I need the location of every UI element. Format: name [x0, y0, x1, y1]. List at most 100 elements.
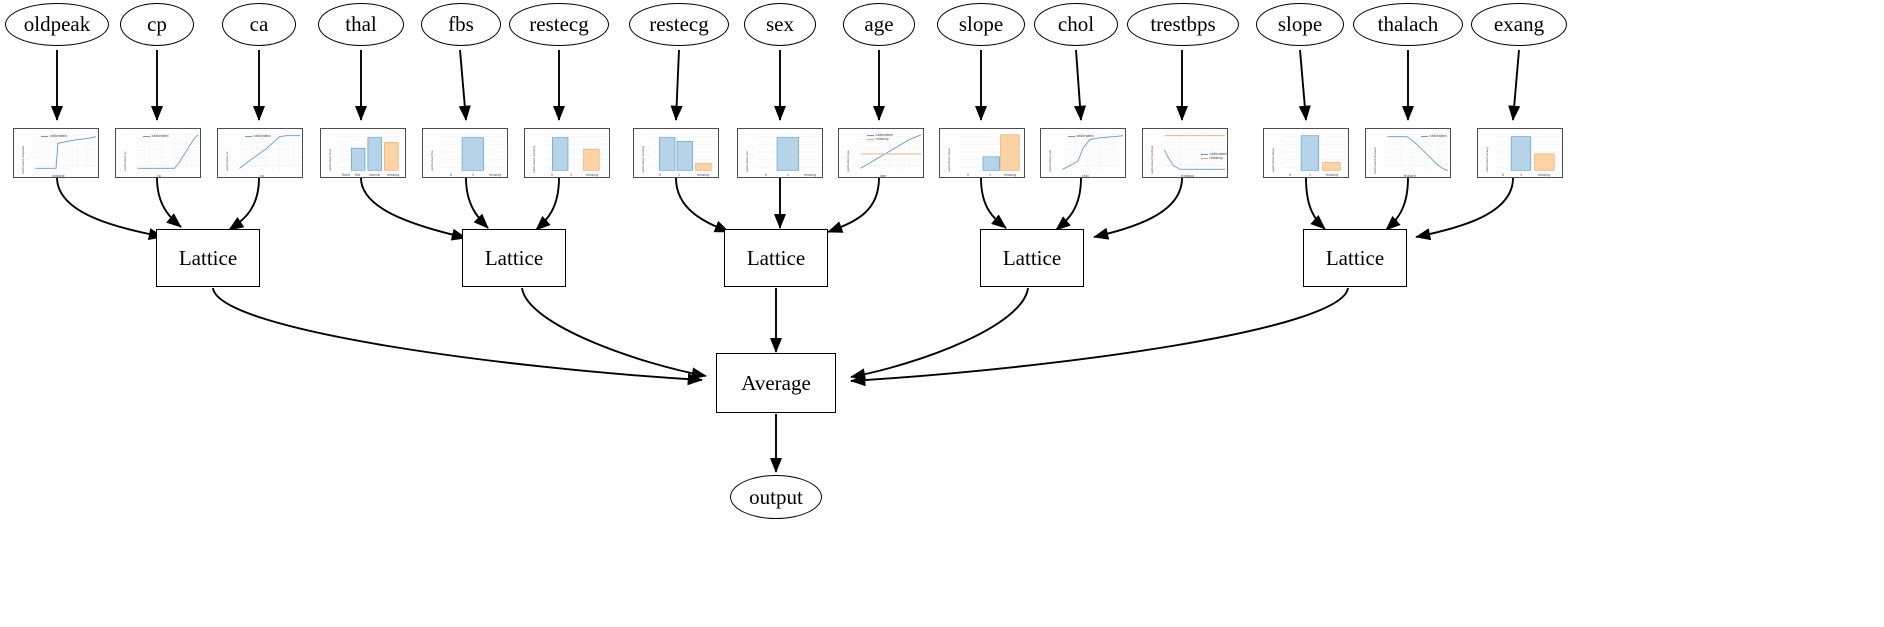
plot-ylabel: calibrated ca — [225, 151, 229, 172]
lattice-node-3[interactable]: Lattice — [724, 229, 828, 287]
plot-xtick-1: 1 — [570, 173, 573, 177]
plot-xtick-0: 0 — [967, 173, 970, 177]
plot-xlabel: cp — [157, 174, 161, 178]
plot-ylabel: calibrated cp — [123, 151, 127, 171]
plot-area — [116, 129, 200, 177]
input-node-trestbps[interactable]: trestbps — [1127, 3, 1239, 46]
plot-xtick-1: flat — [355, 173, 361, 177]
plot-xtick-2: missing — [1326, 173, 1339, 177]
input-node-restecg-1[interactable]: restecg — [509, 3, 609, 46]
plot-ylabel: calibrated chol — [1048, 149, 1052, 172]
legend-label: calibrated — [1076, 134, 1094, 138]
legend-label: missing — [1209, 156, 1223, 161]
input-label: fbs — [448, 12, 474, 36]
input-node-thalach[interactable]: thalach — [1353, 3, 1463, 46]
input-node-fbs[interactable]: fbs — [421, 3, 501, 46]
plot-ylabel: calibrated slope — [947, 148, 951, 172]
calibrator-plot-slope-2[interactable]: calibrated slope 0 1 missing — [1263, 128, 1349, 178]
calibrator-plot-trestbps[interactable]: calibrated missing calibrated trestbps t… — [1142, 128, 1228, 178]
plot-xtick-0: 0 — [1502, 173, 1505, 177]
plot-area — [940, 129, 1024, 177]
plot-area — [423, 129, 507, 177]
calibrator-plot-thalach[interactable]: calibrated calibrated thalach thalach — [1365, 128, 1451, 178]
calibrator-plot-restecg-2[interactable]: calibrated restecg 0 1 missing — [633, 128, 719, 178]
lattice-node-5[interactable]: Lattice — [1303, 229, 1407, 287]
plot-legend: calibrated — [1068, 134, 1094, 138]
calibrator-plot-chol[interactable]: calibrated calibrated chol chol — [1040, 128, 1126, 178]
plot-legend: calibrated — [1421, 134, 1447, 138]
input-label: cp — [147, 12, 167, 36]
plot-area — [1478, 129, 1562, 177]
calibrator-plot-ca[interactable]: calibrated calibrated ca ca — [217, 128, 303, 178]
calibrator-plot-fbs[interactable]: calibrated fbs 0 1 missing — [422, 128, 508, 178]
plot-ylabel: calibrated trestbps — [1150, 145, 1154, 174]
plot-area — [634, 129, 718, 177]
input-node-chol[interactable]: chol — [1034, 3, 1118, 46]
calibrator-plot-oldpeak[interactable]: calibrated calibrated oldpeak oldpeak — [13, 128, 99, 178]
plot-xtick-0: fixed — [342, 173, 350, 177]
input-node-slope-2[interactable]: slope — [1256, 3, 1344, 46]
plot-xlabel: age — [880, 174, 886, 178]
plot-xtick-2: missing — [697, 173, 710, 177]
calibrator-plot-sex[interactable]: calibrated sex 0 1 missing — [737, 128, 823, 178]
plot-area — [321, 129, 405, 177]
plot-xtick-1: 1 — [989, 173, 992, 177]
input-label: slope — [958, 12, 1004, 36]
lattice-node-2[interactable]: Lattice — [462, 229, 566, 287]
input-node-exang[interactable]: exang — [1471, 3, 1567, 46]
input-label: oldpeak — [23, 12, 91, 36]
input-node-cp[interactable]: cp — [120, 3, 194, 46]
legend-label: calibrated — [1209, 152, 1227, 156]
legend-label: missing — [875, 137, 889, 142]
average-node[interactable]: Average — [716, 353, 836, 413]
input-node-oldpeak[interactable]: oldpeak — [5, 3, 109, 46]
plot-xtick-0: 0 — [1289, 173, 1292, 177]
input-node-age[interactable]: age — [843, 3, 915, 46]
input-node-restecg-2[interactable]: restecg — [629, 3, 729, 46]
input-label: exang — [1493, 12, 1545, 36]
input-node-sex[interactable]: sex — [744, 3, 816, 46]
input-node-ca[interactable]: ca — [222, 3, 296, 46]
lattice-label: Lattice — [484, 245, 544, 270]
legend-swatch-calibrated — [143, 135, 150, 137]
lattice-node-4[interactable]: Lattice — [980, 229, 1084, 287]
plot-xlabel: trestbps — [1181, 174, 1195, 178]
plot-xtick-1: 1 — [1520, 173, 1523, 177]
input-label: slope — [1277, 12, 1323, 36]
plot-area — [218, 129, 302, 177]
calibrator-plot-slope-1[interactable]: calibrated slope 0 1 missing — [939, 128, 1025, 178]
calibrator-plot-restecg-1[interactable]: calibrated restecg 0 1 missing — [524, 128, 610, 178]
plot-legend: calibrated — [41, 134, 67, 138]
plot-xtick-2: missing — [586, 173, 599, 177]
plot-xtick-1: 1 — [787, 173, 790, 177]
input-label: ca — [249, 12, 269, 36]
calibrator-plot-exang[interactable]: calibrated exang 0 1 missing — [1477, 128, 1563, 178]
plot-ylabel: calibrated thalach — [1373, 146, 1377, 174]
plot-xtick-2: normal — [369, 173, 381, 177]
lattice-node-1[interactable]: Lattice — [156, 229, 260, 287]
input-node-slope-1[interactable]: slope — [937, 3, 1025, 46]
lattice-label: Lattice — [746, 245, 806, 270]
output-node[interactable]: output — [730, 475, 822, 519]
plot-area — [525, 129, 609, 177]
calibrator-plot-age[interactable]: calibrated missing calibrated age age — [838, 128, 924, 178]
input-label: restecg — [649, 12, 709, 36]
legend-swatch-calibrated — [245, 135, 252, 137]
input-label: chol — [1057, 12, 1095, 36]
plot-xtick-0: 0 — [450, 173, 453, 177]
plot-legend: calibrated — [143, 134, 169, 138]
output-label: output — [749, 484, 803, 509]
calibrator-plot-cp[interactable]: calibrated calibrated cp cp — [115, 128, 201, 178]
calibrator-plot-thal[interactable]: calibrated thal fixed flat normal missin… — [320, 128, 406, 178]
plot-xtick-1: 1 — [472, 173, 475, 177]
legend-label: calibrated — [49, 134, 67, 138]
input-node-thal[interactable]: thal — [318, 3, 404, 46]
legend-swatch-calibrated — [41, 135, 48, 137]
plot-xlabel: ca — [260, 174, 264, 178]
legend-label: calibrated — [253, 134, 271, 138]
plot-xtick-1: 1 — [678, 173, 681, 177]
plot-area — [839, 129, 923, 177]
input-label: thalach — [1377, 12, 1439, 36]
plot-legend: calibrated missing — [867, 133, 893, 142]
